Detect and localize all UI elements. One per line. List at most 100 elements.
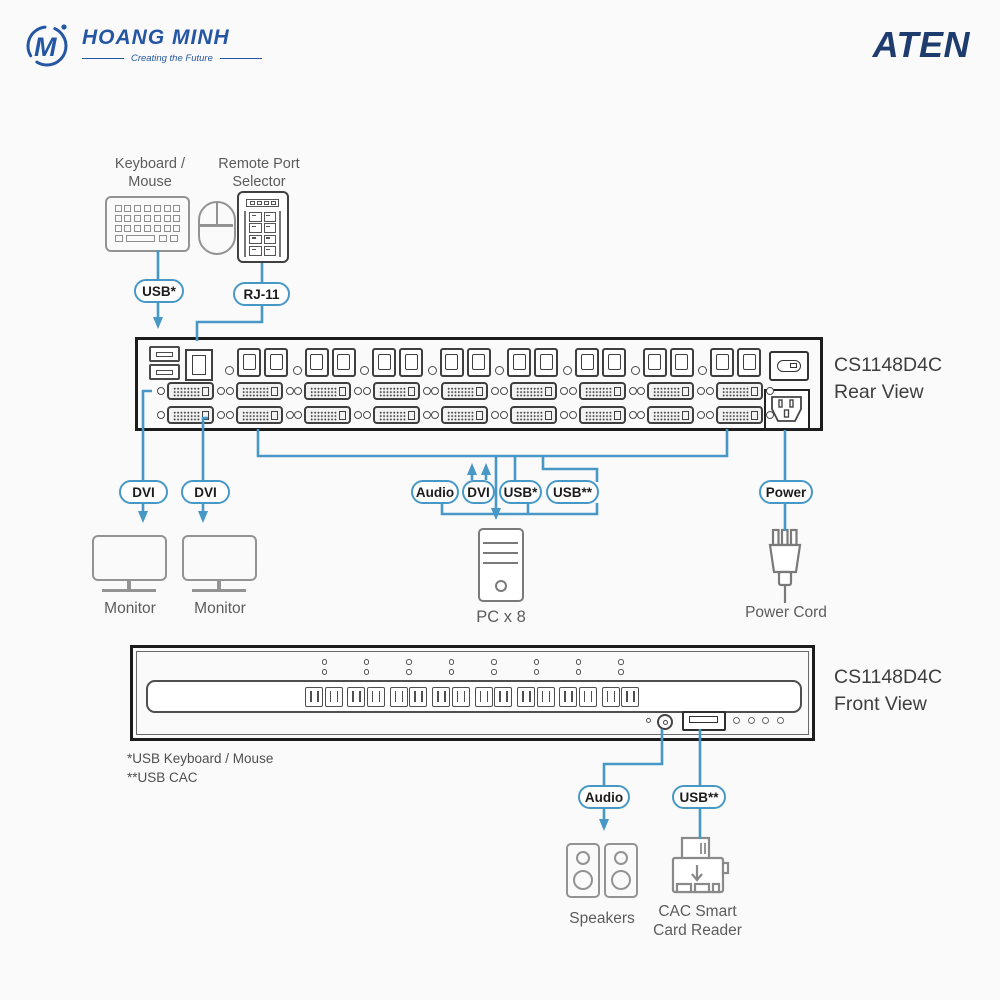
usb-b-port bbox=[602, 348, 626, 377]
usb-b-port bbox=[737, 348, 762, 377]
usb-b-port bbox=[534, 348, 559, 377]
svg-text:M: M bbox=[34, 32, 57, 62]
power-switch bbox=[769, 351, 809, 381]
selector-button-tick bbox=[251, 248, 256, 251]
dvi-port-screw bbox=[628, 387, 637, 395]
usb-b-inner bbox=[472, 353, 486, 370]
dvi-port bbox=[167, 406, 214, 424]
rear-device bbox=[135, 337, 823, 431]
dvi-port-screw bbox=[500, 411, 508, 419]
port-pushbutton bbox=[474, 686, 493, 707]
pushbutton-line bbox=[633, 691, 635, 702]
dvi-port-screw bbox=[637, 387, 646, 395]
selector-button bbox=[249, 234, 262, 245]
audio-jack-port bbox=[698, 366, 708, 375]
power-switch-dot bbox=[790, 362, 797, 368]
usb-b-inner bbox=[269, 353, 283, 370]
usb-b-port bbox=[710, 348, 735, 377]
front-device bbox=[130, 645, 815, 741]
usb-b-inner bbox=[404, 353, 418, 370]
port-pushbutton bbox=[366, 686, 385, 707]
dvi-port bbox=[441, 382, 489, 400]
dvi-port-screw bbox=[500, 387, 508, 395]
status-led bbox=[747, 717, 755, 724]
dvi-port-screw bbox=[422, 411, 431, 419]
port-pushbutton bbox=[559, 686, 578, 707]
port-led bbox=[448, 669, 455, 675]
usb-b-inner bbox=[377, 353, 391, 370]
usb-b-port bbox=[669, 348, 694, 377]
keyboard-key bbox=[153, 225, 161, 232]
pill-audio: Audio bbox=[411, 480, 459, 504]
usb-b-inner bbox=[512, 353, 526, 370]
usb-a-tongue bbox=[156, 369, 173, 375]
footnotes: *USB Keyboard / Mouse **USB CAC bbox=[127, 751, 274, 785]
audio-jack-port bbox=[563, 366, 572, 375]
port-led bbox=[575, 669, 582, 675]
usb-b-port bbox=[399, 348, 424, 377]
selector-button bbox=[263, 223, 276, 233]
keyboard-icon bbox=[105, 196, 190, 252]
monitor1-label: Monitor bbox=[104, 600, 156, 617]
dvi-port bbox=[235, 382, 283, 400]
port-led bbox=[491, 659, 497, 665]
pushbutton-line bbox=[317, 691, 319, 702]
usb-b-inner bbox=[675, 353, 689, 370]
front-audio-jack bbox=[657, 714, 673, 730]
dvi-port-screw bbox=[568, 411, 577, 419]
selector-button-tick bbox=[266, 225, 270, 228]
port-led bbox=[575, 659, 582, 665]
usb-a-tongue bbox=[689, 716, 718, 723]
port-pushbutton bbox=[601, 686, 620, 707]
speakers-label: Speakers bbox=[569, 910, 635, 927]
monitor2-label: Monitor bbox=[194, 600, 246, 617]
dvi-port bbox=[578, 406, 626, 424]
dvi-port-screw bbox=[431, 411, 440, 419]
port-led bbox=[363, 659, 370, 665]
dvi-port-screw bbox=[225, 387, 234, 395]
port-led bbox=[533, 659, 539, 665]
brand-tagline: Creating the Future bbox=[82, 53, 262, 64]
keyboard-key bbox=[153, 215, 161, 222]
dvi-port-screw bbox=[157, 387, 165, 395]
dvi-port-screw bbox=[765, 387, 774, 395]
selector-button-tick bbox=[266, 248, 270, 251]
pill-audio-front: Audio bbox=[578, 785, 630, 809]
power-cord-label: Power Cord bbox=[745, 604, 827, 621]
dvi-port-screw bbox=[422, 387, 431, 395]
audio-jack-port bbox=[495, 366, 505, 375]
selector-button bbox=[249, 246, 262, 256]
pushbutton-line bbox=[414, 691, 416, 702]
pill-usb-front: USB** bbox=[672, 785, 726, 809]
dvi-port bbox=[372, 406, 420, 424]
port-led bbox=[321, 669, 327, 675]
usb-b-inner bbox=[445, 353, 459, 370]
power-switch-rocker bbox=[777, 360, 801, 372]
pushbutton-line bbox=[401, 691, 404, 702]
pushbutton-line bbox=[548, 691, 550, 702]
dvi-port-screw bbox=[217, 387, 225, 395]
pushbutton-line bbox=[437, 691, 439, 702]
dvi-port bbox=[647, 382, 695, 400]
pc-tower-icon bbox=[478, 528, 524, 602]
rj11-port bbox=[185, 349, 213, 381]
dvi-port-screw bbox=[560, 411, 568, 419]
pushbutton-line bbox=[359, 691, 361, 702]
port-pushbutton bbox=[621, 686, 640, 707]
audio-jack-port bbox=[292, 366, 302, 375]
dvi-port-screw bbox=[354, 411, 363, 419]
selector-button-tick bbox=[251, 237, 256, 239]
dvi-port-screw bbox=[362, 387, 371, 395]
rj11-inner bbox=[192, 355, 206, 375]
pushbutton-line bbox=[336, 691, 338, 702]
keyboard-key bbox=[163, 215, 171, 222]
dvi-port bbox=[372, 382, 420, 400]
dvi-port-screw bbox=[285, 411, 294, 419]
usb-b-port bbox=[466, 348, 491, 377]
usb-b-inner bbox=[337, 353, 351, 370]
port-led bbox=[491, 669, 497, 675]
port-led bbox=[406, 669, 412, 675]
dvi-port bbox=[235, 406, 283, 424]
pushbutton-line bbox=[541, 691, 543, 702]
dvi-port-screw bbox=[637, 411, 646, 419]
